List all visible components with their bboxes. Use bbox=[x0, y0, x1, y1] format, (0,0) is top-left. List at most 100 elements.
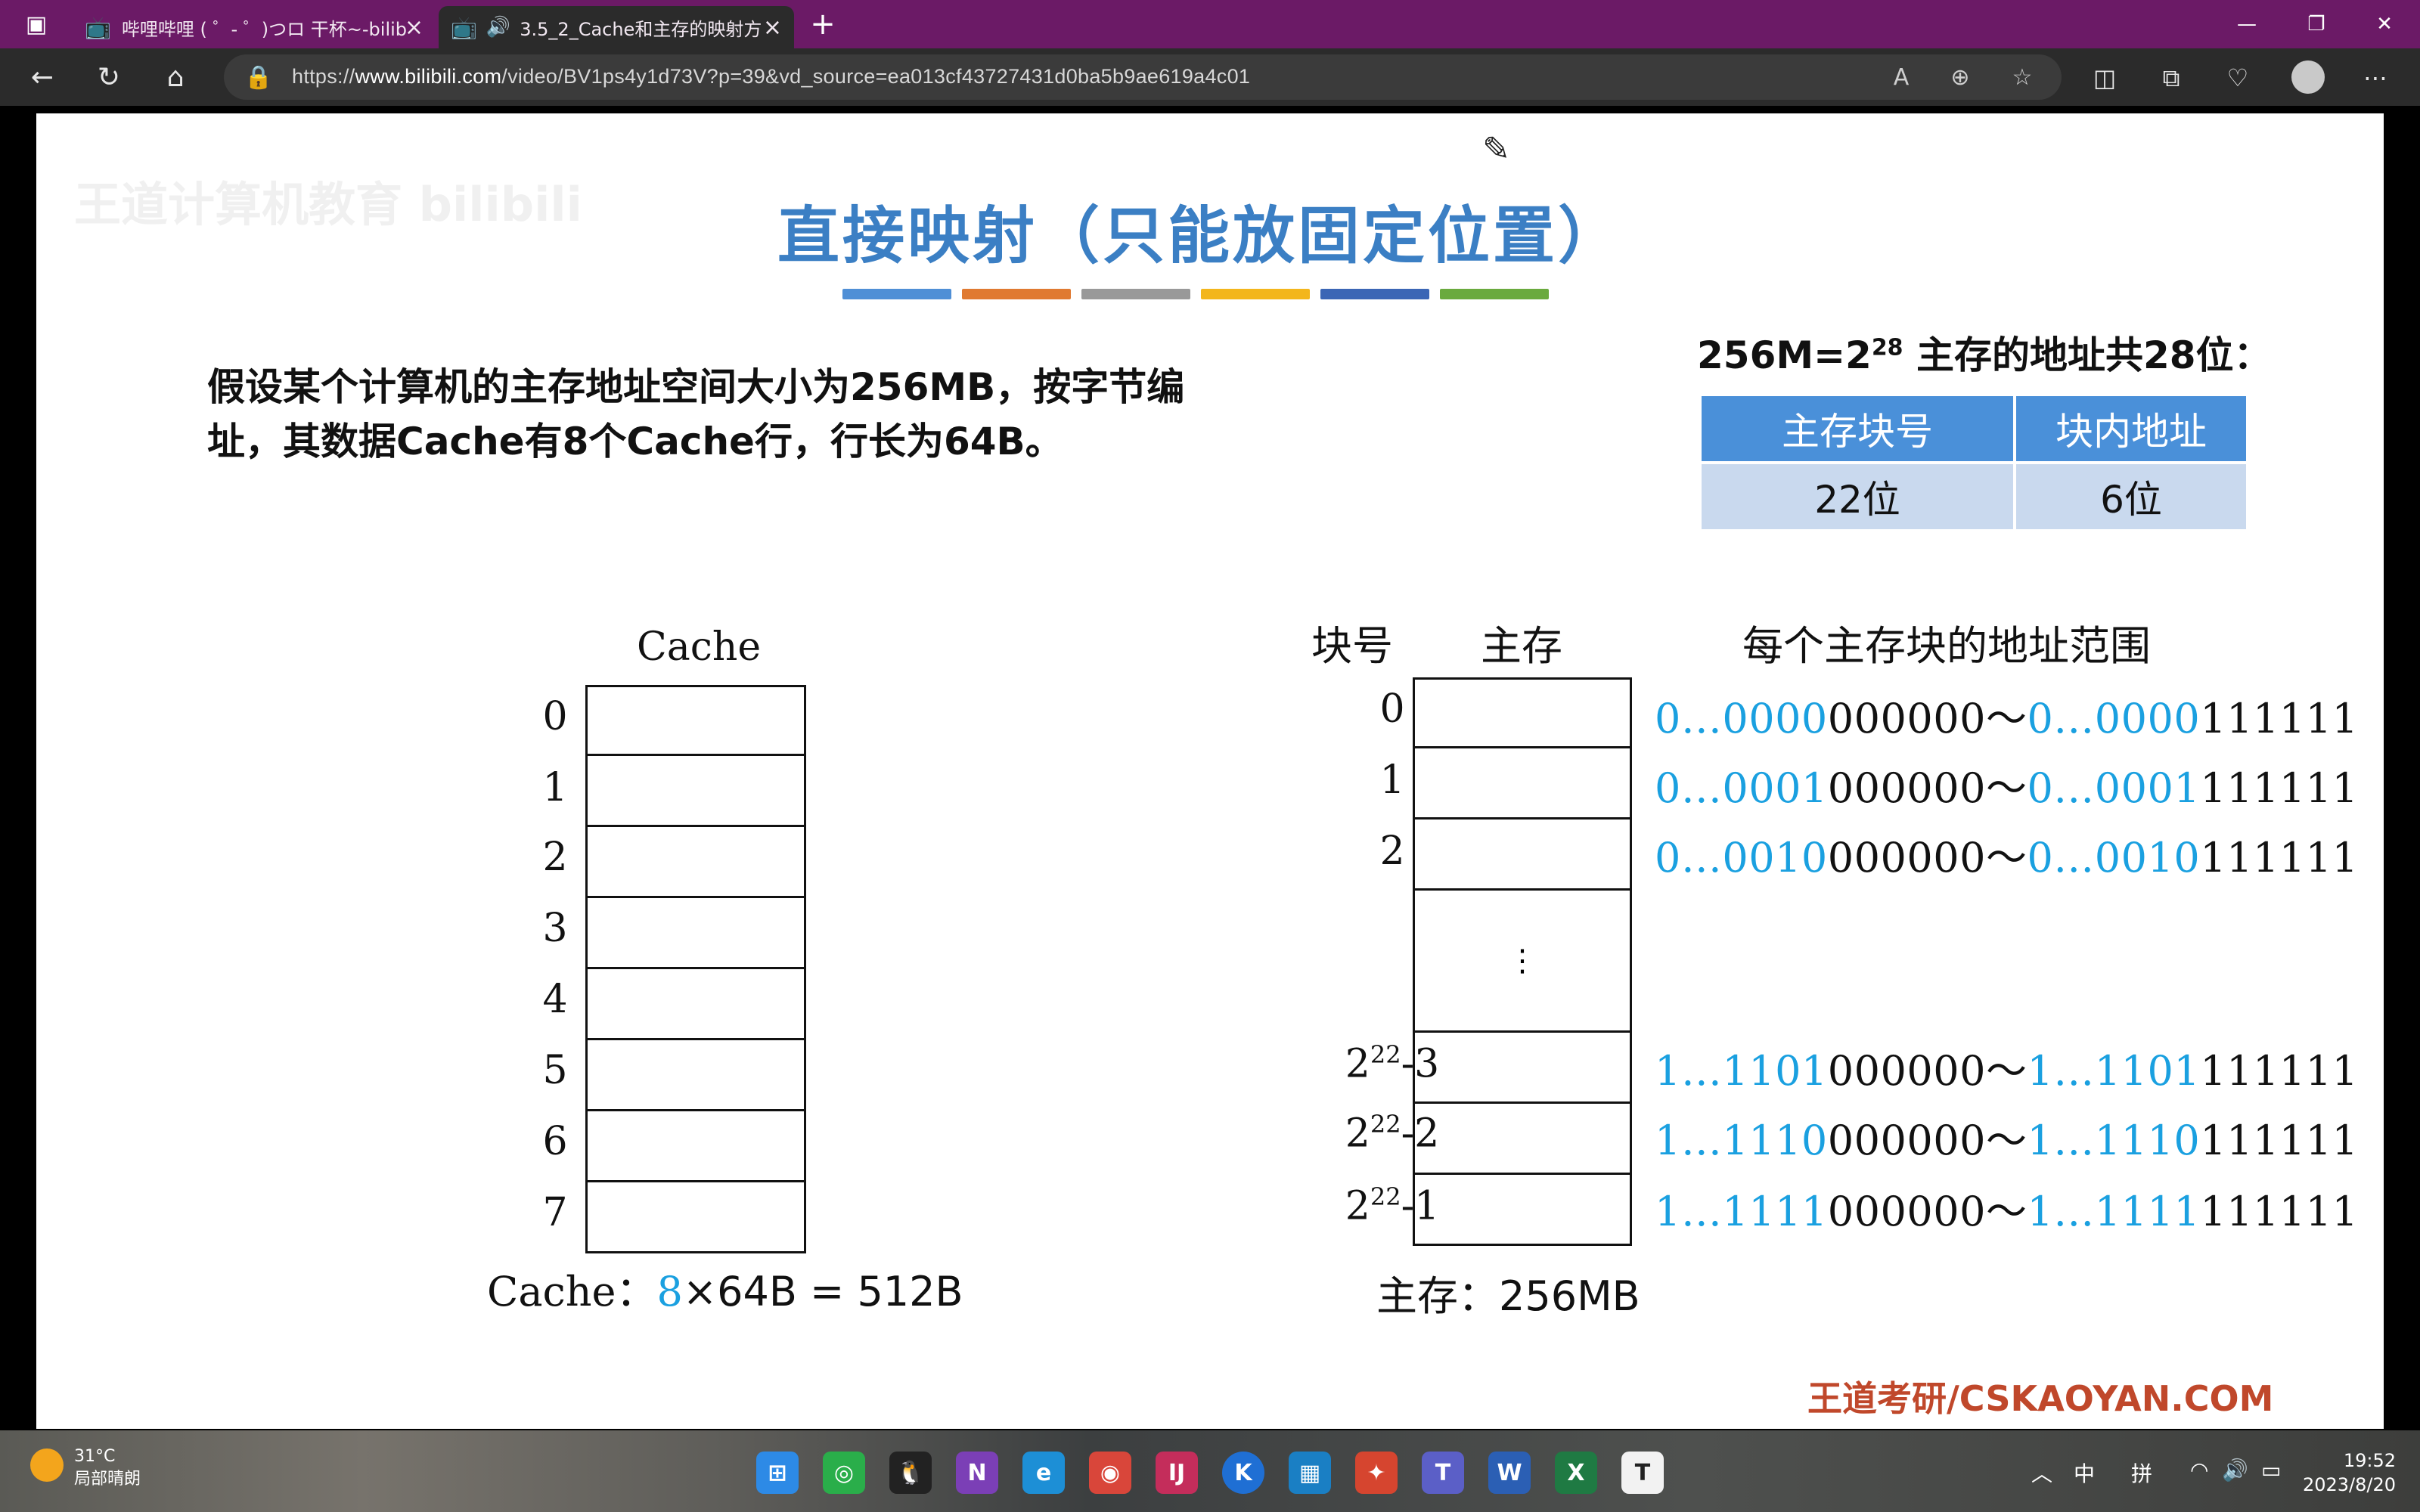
block-number-header: 块号 bbox=[1311, 622, 1393, 670]
accent-bar-green bbox=[1440, 289, 1549, 299]
start-icon[interactable]: ⊞ bbox=[756, 1452, 799, 1494]
address-range: 0…0001000000～0…0001111111 bbox=[1655, 764, 2359, 812]
intellij-icon[interactable]: IJ bbox=[1156, 1452, 1198, 1494]
memory-block-ellipsis: ⋮ bbox=[1413, 891, 1632, 1033]
address-bar[interactable]: 🔒 https://www.bilibili.com/video/BV1ps4y… bbox=[224, 54, 2062, 100]
cache-line bbox=[585, 1182, 806, 1253]
typora-icon[interactable]: T bbox=[1621, 1452, 1664, 1494]
edge-icon[interactable]: e bbox=[1022, 1452, 1065, 1494]
address-width-heading: 256M=228 主存的地址共28位： bbox=[1697, 333, 2272, 377]
xmind-icon[interactable]: ✦ bbox=[1355, 1452, 1398, 1494]
more-menu-icon[interactable]: ⋯ bbox=[2363, 64, 2387, 92]
accent-bar-yellow bbox=[1201, 289, 1310, 299]
address-range: 1…1111000000～1…1111111111 bbox=[1655, 1188, 2359, 1235]
qq-icon[interactable]: 🐧 bbox=[889, 1452, 932, 1494]
cache-row-number: 1 bbox=[542, 765, 568, 810]
memory-block-number: 222-2 bbox=[1345, 1110, 1440, 1157]
lock-icon[interactable]: 🔒 bbox=[244, 64, 273, 91]
clock-time: 19:52 bbox=[2343, 1450, 2396, 1471]
address-range: 0…0000000000～0…0000111111 bbox=[1655, 695, 2359, 742]
wechat-icon[interactable]: ◎ bbox=[823, 1452, 865, 1494]
ime-language[interactable]: 中 bbox=[2074, 1461, 2096, 1486]
close-window-icon[interactable]: ✕ bbox=[2376, 13, 2393, 36]
back-arrow-icon[interactable]: ← bbox=[30, 61, 54, 93]
memory-block-number: 2 bbox=[1379, 829, 1405, 874]
excel-icon[interactable]: X bbox=[1555, 1452, 1597, 1494]
slide-title: 直接映射（只能放固定位置） bbox=[777, 200, 1624, 272]
bilibili-icon: 📺 bbox=[85, 14, 111, 40]
pencil-icon[interactable]: ✎ bbox=[1482, 130, 1510, 169]
value-block-offset-bits: 6位 bbox=[2016, 464, 2246, 529]
zoom-icon[interactable]: ⊕ bbox=[1950, 64, 1970, 91]
problem-line-1: 假设某个计算机的主存地址空间大小为256MB，按字节编 bbox=[207, 365, 1185, 409]
read-aloud-icon[interactable]: A bbox=[1893, 64, 1910, 91]
cache-size-caption: Cache：8×64B = 512B bbox=[487, 1268, 963, 1315]
extensions-icon[interactable]: ♡ bbox=[2226, 64, 2249, 92]
favorite-star-icon[interactable]: ☆ bbox=[2012, 64, 2033, 91]
cache-line bbox=[585, 969, 806, 1040]
cache-lines bbox=[585, 685, 806, 1253]
split-screen-icon[interactable]: ◫ bbox=[2093, 64, 2117, 92]
address-range: 1…1110000000～1…1110111111 bbox=[1655, 1117, 2359, 1164]
wifi-icon[interactable]: ◠ bbox=[2190, 1458, 2209, 1483]
memory-block-number: 1 bbox=[1379, 758, 1405, 803]
cache-line bbox=[585, 756, 806, 827]
value-block-number-bits: 22位 bbox=[1702, 464, 2013, 529]
url-text[interactable]: https://www.bilibili.com/video/BV1ps4y1d… bbox=[292, 65, 1251, 88]
accent-bar-gray bbox=[1081, 289, 1190, 299]
tab-bilibili-home[interactable]: 📺 哔哩哔哩 ( ゜- ゜)つロ 干杯~-bilib × bbox=[73, 6, 436, 48]
teams-icon[interactable]: T bbox=[1422, 1452, 1464, 1494]
speaker-icon[interactable]: 🔊 bbox=[486, 16, 511, 39]
lecture-slide: 王道计算机教育 bilibili ✎ 直接映射（只能放固定位置） 假设某个计算机… bbox=[36, 113, 2384, 1429]
memory-block bbox=[1413, 677, 1632, 748]
watermark: 王道计算机教育 bilibili bbox=[74, 177, 582, 232]
battery-icon[interactable]: ▭ bbox=[2261, 1458, 2282, 1483]
header-block-number: 主存块号 bbox=[1702, 396, 2013, 461]
file-manager-icon[interactable]: ▦ bbox=[1289, 1452, 1331, 1494]
tab-bar: ▣ 📺 哔哩哔哩 ( ゜- ゜)つロ 干杯~-bilib × 📺 🔊 3.5_2… bbox=[0, 0, 2420, 48]
cache-row-number: 3 bbox=[542, 906, 568, 951]
memory-block-number: 0 bbox=[1379, 686, 1405, 732]
memory-block bbox=[1413, 748, 1632, 820]
memory-blocks: ⋮ bbox=[1413, 677, 1632, 1246]
cache-row-number: 0 bbox=[542, 694, 568, 739]
close-icon[interactable]: × bbox=[404, 14, 424, 41]
minimize-icon[interactable]: — bbox=[2237, 13, 2257, 36]
cache-row-number: 2 bbox=[542, 835, 568, 880]
bilibili-icon: 📺 bbox=[451, 14, 477, 40]
problem-line-2: 址，其数据Cache有8个Cache行，行长为64B。 bbox=[207, 420, 1063, 463]
home-icon[interactable]: ⌂ bbox=[166, 61, 185, 93]
volume-icon[interactable]: 🔊 bbox=[2222, 1458, 2248, 1483]
problem-statement: 假设某个计算机的主存地址空间大小为256MB，按字节编 址，其数据Cache有8… bbox=[207, 360, 1364, 469]
tab-video[interactable]: 📺 🔊 3.5_2_Cache和主存的映射方 × bbox=[439, 6, 794, 48]
cache-line bbox=[585, 1111, 806, 1182]
cache-row-number: 6 bbox=[542, 1119, 568, 1164]
word-icon[interactable]: W bbox=[1488, 1452, 1531, 1494]
refresh-icon[interactable]: ↻ bbox=[97, 61, 121, 93]
brand-footer: 王道考研/CSKAOYAN.COM bbox=[1807, 1378, 2274, 1419]
onenote-icon[interactable]: N bbox=[956, 1452, 998, 1494]
chevron-up-icon[interactable]: ︿ bbox=[2031, 1461, 2053, 1486]
clock[interactable]: 19:52 2023/8/20 bbox=[2299, 1448, 2396, 1497]
weather-description: 局部晴朗 bbox=[74, 1470, 141, 1489]
profile-avatar[interactable] bbox=[2291, 60, 2325, 94]
kugou-icon[interactable]: K bbox=[1222, 1452, 1264, 1494]
memory-block-number: 222-1 bbox=[1345, 1182, 1440, 1229]
memory-block bbox=[1413, 820, 1632, 891]
ime-mode[interactable]: 拼 bbox=[2131, 1461, 2153, 1486]
cache-row-number: 7 bbox=[542, 1190, 568, 1235]
collections-icon[interactable]: ⧉ bbox=[2162, 63, 2180, 92]
cache-line bbox=[585, 1040, 806, 1111]
cache-title: Cache bbox=[637, 624, 762, 670]
address-range: 0…0010000000～0…0010111111 bbox=[1655, 834, 2359, 881]
restore-icon[interactable]: ❐ bbox=[2307, 13, 2325, 36]
sun-icon bbox=[30, 1448, 64, 1482]
tab-actions-icon[interactable]: ▣ bbox=[25, 11, 48, 38]
address-format-table: 主存块号 块内地址 22位 6位 bbox=[1699, 393, 2249, 532]
accent-bar-navy bbox=[1320, 289, 1429, 299]
cache-line bbox=[585, 685, 806, 756]
chrome-icon[interactable]: ◉ bbox=[1089, 1452, 1131, 1494]
new-tab-button[interactable]: + bbox=[810, 7, 836, 42]
close-icon[interactable]: × bbox=[762, 14, 782, 41]
cache-row-number: 5 bbox=[542, 1048, 568, 1093]
